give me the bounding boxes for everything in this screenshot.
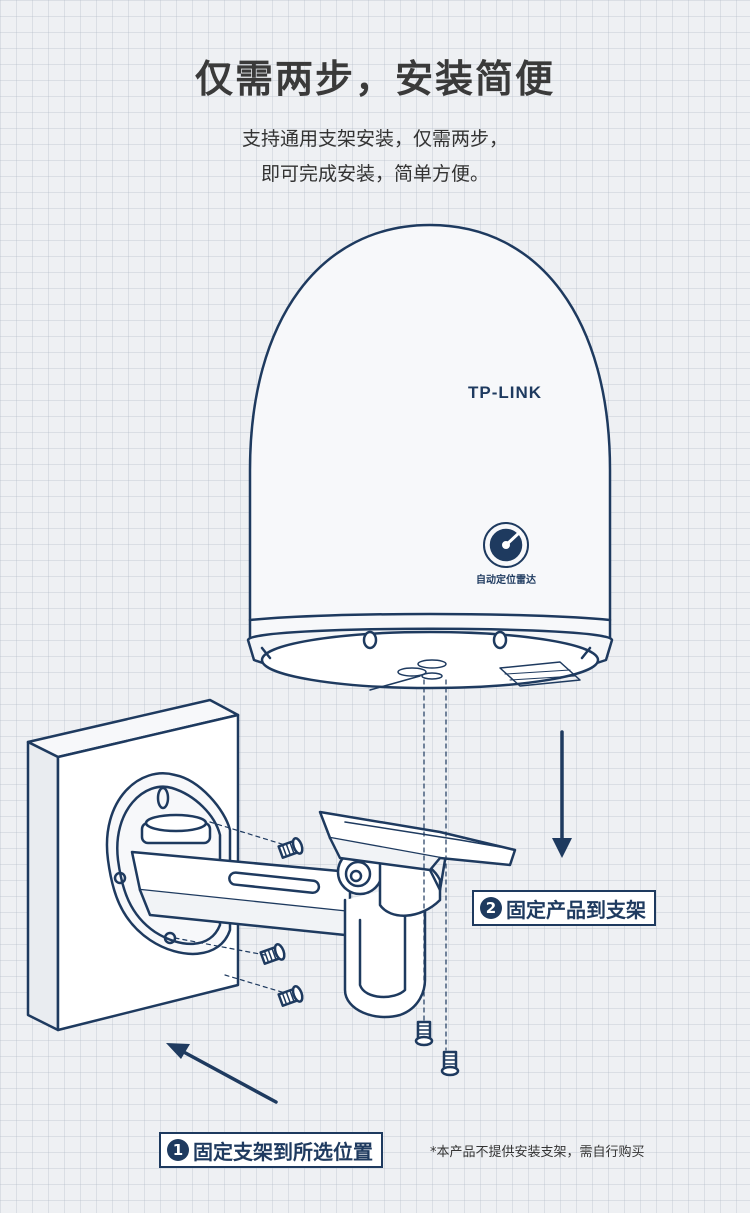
radar-dome	[246, 223, 614, 691]
bracket	[105, 772, 517, 1019]
wall-screw-3	[277, 985, 304, 1007]
radar-badge-label: 自动定位雷达	[476, 573, 536, 586]
subtitle-line-2: 即可完成安装，简单方便。	[260, 163, 489, 185]
arrow-up-left-icon	[178, 1048, 278, 1104]
step-2-label: 2 固定产品到支架	[472, 890, 656, 926]
step-1-number: 1	[167, 1139, 189, 1161]
radar-badge-icon	[483, 522, 529, 568]
step-1-label: 1 固定支架到所选位置	[159, 1132, 383, 1168]
guide-lines	[174, 679, 447, 1051]
wall-screw-2	[259, 943, 286, 965]
wall-screw-1	[277, 837, 304, 859]
brand-logo: TP-LINK	[468, 383, 542, 402]
step-2-number: 2	[480, 897, 502, 919]
step-2-text: 固定产品到支架	[506, 897, 646, 922]
page-subtitle: 支持通用支架安装，仅需两步， 即可完成安装，简单方便。	[0, 122, 750, 192]
subtitle-line-1: 支持通用支架安装，仅需两步，	[241, 128, 508, 150]
mount-screw-2	[440, 1050, 460, 1077]
page-title: 仅需两步，安装简便	[194, 57, 555, 101]
step-1-text: 固定支架到所选位置	[193, 1139, 373, 1164]
mount-screw-1	[414, 1020, 434, 1047]
footnote: *本产品不提供安装支架，需自行购买	[430, 1145, 645, 1160]
